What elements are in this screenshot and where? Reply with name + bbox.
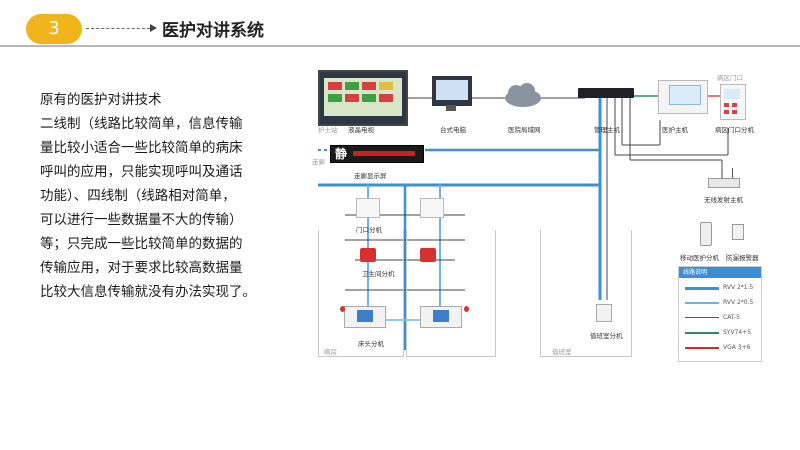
- duty-room-unit: [596, 304, 612, 322]
- ward-right: [406, 230, 496, 357]
- nurse-station-label: 护士站: [318, 126, 338, 134]
- leak-alarm: [732, 224, 744, 240]
- ward-door-unit-label: 病区门口分机: [715, 126, 754, 134]
- medical-host-label: 医护主机: [662, 126, 688, 134]
- management-host: [578, 88, 634, 98]
- legend-item: RVV 2*0.5: [685, 298, 759, 308]
- text-line: 比较大信息传输就没有办法实现了。: [40, 284, 256, 300]
- mobile-unit: [700, 222, 712, 246]
- legend-label: RVV 2*0.5: [723, 299, 754, 306]
- bedside-unit-label: 床头分机: [358, 340, 384, 348]
- call-button-icon: [464, 306, 469, 312]
- legend-item: CAT-5: [685, 313, 759, 323]
- text-line: 量比较小适合一些比较简单的病床: [40, 140, 243, 156]
- description-text: 原有的医护对讲技术 二线制（线路比较简单，信息传输 量比较小适合一些比较简单的病…: [40, 88, 272, 304]
- pc-stand: [446, 105, 456, 111]
- door-unit-right: [420, 198, 444, 218]
- antenna-icon: [732, 168, 733, 178]
- duty-room-unit-label: 值班室分机: [590, 332, 623, 340]
- legend-title: 线路说明: [679, 267, 761, 278]
- text-line: 原有的医护对讲技术: [40, 92, 162, 108]
- legend-label: CAT-5: [723, 314, 740, 321]
- line-legend: 线路说明 RVV 2*1.5 RVV 2*0.5 CAT-5 SYV74+5 V…: [678, 266, 762, 362]
- lcd-tv-label: 液晶电视: [348, 126, 374, 134]
- corridor-display-label: 走廊显示屏: [354, 172, 387, 180]
- legend-item: RVV 2*1.5: [685, 283, 759, 293]
- legend-item: SYV74+5: [685, 328, 759, 338]
- legend-swatch: [685, 287, 719, 290]
- legend-swatch: [685, 332, 719, 334]
- bathroom-unit-label: 卫生间分机: [362, 270, 395, 278]
- ward-door-label: 病区门口: [717, 74, 743, 82]
- duty-room-label: 值班室: [552, 348, 572, 356]
- bathroom-unit-right: [420, 248, 436, 262]
- bedside-unit-left: [344, 306, 386, 328]
- door-unit-label: 门口分机: [356, 226, 382, 234]
- text-line: 二线制（线路比较简单，信息传输: [40, 116, 243, 132]
- text-line: 功能）、四线制（线路相对简单，: [40, 188, 236, 204]
- header-arrow-line: [86, 28, 150, 29]
- desktop-pc-label: 台式电脑: [440, 126, 466, 134]
- arrow-right-icon: [150, 24, 157, 32]
- legend-swatch: [685, 347, 719, 349]
- call-button-icon: [340, 306, 345, 312]
- section-number-badge: 3: [26, 14, 82, 44]
- wireless-tx-label: 无线发射主机: [704, 196, 743, 204]
- wireless-transmitter: [708, 178, 740, 188]
- corridor-display: 静: [330, 145, 424, 163]
- mobile-unit-label: 移动医护分机: [680, 254, 719, 262]
- text-line: 等；只完成一些比较简单的数据的: [40, 236, 243, 252]
- ward-door-unit: [720, 84, 746, 120]
- legend-label: VGA 3+6: [723, 344, 751, 351]
- ward-label: 病房: [324, 348, 337, 356]
- header-divider: [0, 45, 800, 47]
- legend-label: SYV74+5: [723, 329, 752, 336]
- legend-item: VGA 3+6: [685, 343, 759, 353]
- text-line: 呼叫的应用，只能实现呼叫及通话: [40, 164, 243, 180]
- legend-swatch: [685, 302, 719, 304]
- legend-swatch: [685, 317, 719, 318]
- duty-room: [540, 230, 632, 357]
- text-line: 可以进行一些数据量不大的传输）: [40, 212, 243, 228]
- page-title: 医护对讲系统: [162, 21, 264, 41]
- mgmt-host-label: 管理主机: [594, 126, 620, 134]
- display-char: 静: [335, 147, 348, 161]
- bedside-unit-right: [420, 306, 462, 328]
- door-unit-left: [356, 198, 380, 218]
- medical-host: [658, 80, 708, 114]
- leak-alarm-label: 防漏报警器: [726, 254, 759, 262]
- text-line: 传输应用，对于要求比较高数据量: [40, 260, 243, 276]
- hospital-lan-label: 医院局域网: [508, 126, 541, 134]
- bathroom-unit-left: [360, 248, 376, 262]
- lcd-tv: [318, 70, 408, 126]
- ward-left: [318, 230, 404, 357]
- corridor-label: 走廊: [312, 158, 325, 166]
- cloud-icon: [505, 83, 541, 107]
- legend-label: RVV 2*1.5: [723, 284, 754, 291]
- desktop-pc: [432, 76, 472, 106]
